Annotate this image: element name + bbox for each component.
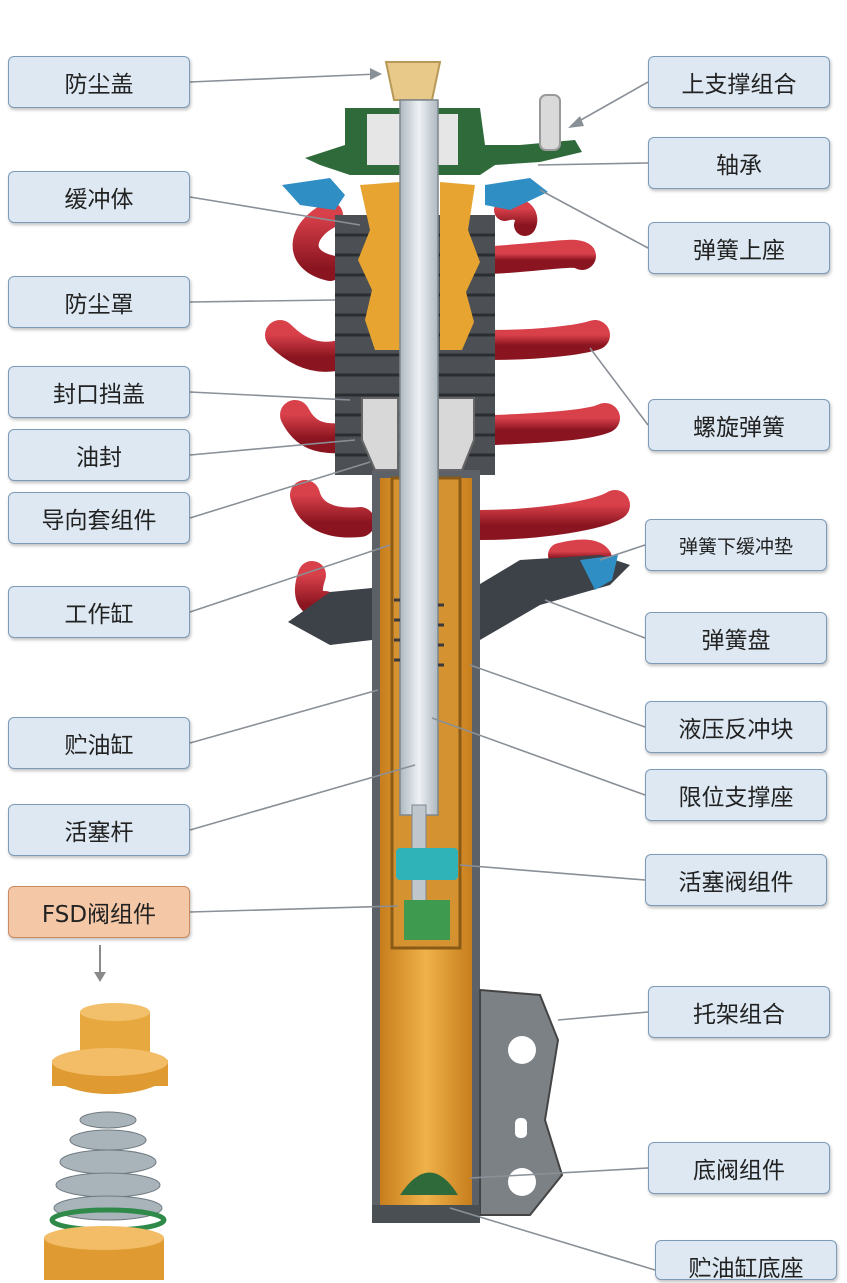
label-hydraulic-rebound-stop: 液压反冲块: [645, 701, 827, 753]
label-upper-mount: 上支撑组合: [648, 56, 830, 108]
label-piston-rod: 活塞杆: [8, 804, 190, 856]
piston-rod: [399, 99, 439, 816]
label-limit-support-seat: 限位支撑座: [645, 769, 827, 821]
base-valve: [400, 1172, 458, 1195]
label-sealing-cover: 封口挡盖: [8, 366, 190, 418]
bracket: [479, 988, 564, 1216]
buffer-block: [358, 182, 480, 350]
label-oil-seal: 油封: [8, 429, 190, 481]
upper-spring-seat: [282, 178, 548, 210]
label-dust-cover-cap: 防尘盖: [8, 56, 190, 108]
label-working-cylinder: 工作缸: [8, 586, 190, 638]
leader-arrowheads: [370, 68, 584, 128]
label-reservoir-base: 贮油缸底座: [655, 1240, 837, 1282]
hydraulic-rebound-stop: [394, 598, 444, 667]
label-dust-boot: 防尘罩: [8, 276, 190, 328]
leader-lines: [189, 73, 656, 1271]
fsd-valve-illustration: [44, 1003, 168, 1280]
label-coil-spring: 螺旋弹簧: [648, 399, 830, 451]
label-guide-sleeve: 导向套组件: [8, 492, 190, 544]
label-bracket: 托架组合: [648, 986, 830, 1038]
piston-valve: [396, 804, 458, 940]
spring-plate: [288, 555, 630, 645]
dust-cover-cap: [384, 61, 442, 101]
label-piston-valve: 活塞阀组件: [645, 854, 827, 906]
label-bearing: 轴承: [648, 137, 830, 189]
label-fsd-valve: FSD阀组件: [8, 886, 190, 938]
label-lower-spring-pad: 弹簧下缓冲垫: [645, 519, 827, 571]
label-reservoir-cylinder: 贮油缸: [8, 717, 190, 769]
label-spring-plate: 弹簧盘: [645, 612, 827, 664]
label-base-valve: 底阀组件: [648, 1142, 830, 1194]
label-buffer-block: 缓冲体: [8, 171, 190, 223]
reservoir-base: [372, 1205, 480, 1223]
label-upper-spring-seat: 弹簧上座: [648, 222, 830, 274]
guide-sleeve: [361, 397, 475, 471]
down-arrow-icon: [94, 945, 106, 982]
upper-mount: [305, 94, 582, 175]
